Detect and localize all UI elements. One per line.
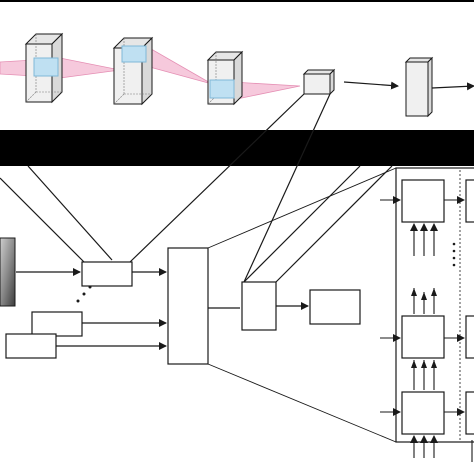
link-band-to-block-c-2 bbox=[275, 165, 393, 283]
top-rule bbox=[0, 0, 474, 2]
link-left-to-lstm bbox=[27, 165, 113, 261]
input-block-b bbox=[31, 311, 83, 337]
link-band-to-block-c bbox=[243, 165, 361, 283]
output-block bbox=[309, 289, 361, 325]
unrolled-cell-panel bbox=[380, 167, 474, 462]
feature-map-cube-4 bbox=[302, 68, 336, 96]
recurrent-cell-3b bbox=[465, 391, 474, 435]
fusion-block bbox=[241, 281, 277, 331]
feature-vector-block bbox=[404, 56, 434, 118]
recurrent-cell-2 bbox=[401, 315, 445, 359]
link-top-to-input-block bbox=[0, 177, 85, 263]
input-block-a bbox=[81, 261, 133, 287]
input-block-c bbox=[5, 333, 57, 359]
zoom-line-bottom bbox=[207, 363, 397, 443]
kernel-window-3 bbox=[209, 79, 235, 99]
kernel-window-1 bbox=[33, 57, 59, 77]
recurrent-cell-3 bbox=[401, 391, 445, 435]
input-image-thumbnail bbox=[0, 237, 16, 307]
cell-3-arrowheads bbox=[411, 360, 437, 368]
vertical-ellipsis-icon bbox=[452, 242, 456, 267]
link-cube4-to-block-c bbox=[243, 93, 331, 283]
recurrent-cell-1b bbox=[465, 179, 474, 223]
aggregator-block bbox=[167, 247, 209, 365]
cell-2-arrowheads bbox=[411, 288, 437, 300]
ellipsis-icon bbox=[76, 285, 92, 303]
recurrent-cell-2b bbox=[465, 315, 474, 359]
cnn-pipeline-panel bbox=[0, 0, 474, 118]
system-block-panel bbox=[0, 93, 474, 462]
zoom-line-top bbox=[207, 167, 397, 249]
link-cube4-to-block-a bbox=[129, 93, 305, 263]
output-arrow bbox=[431, 82, 474, 91]
feature-map-cube-1 bbox=[24, 32, 64, 104]
kernel-window-2 bbox=[121, 45, 147, 63]
flatten-arrow bbox=[343, 81, 399, 90]
feature-map-cube-3 bbox=[206, 50, 244, 106]
feature-map-cube-2 bbox=[112, 36, 154, 106]
separator-band bbox=[0, 130, 474, 166]
recurrent-cell-1 bbox=[401, 179, 445, 223]
